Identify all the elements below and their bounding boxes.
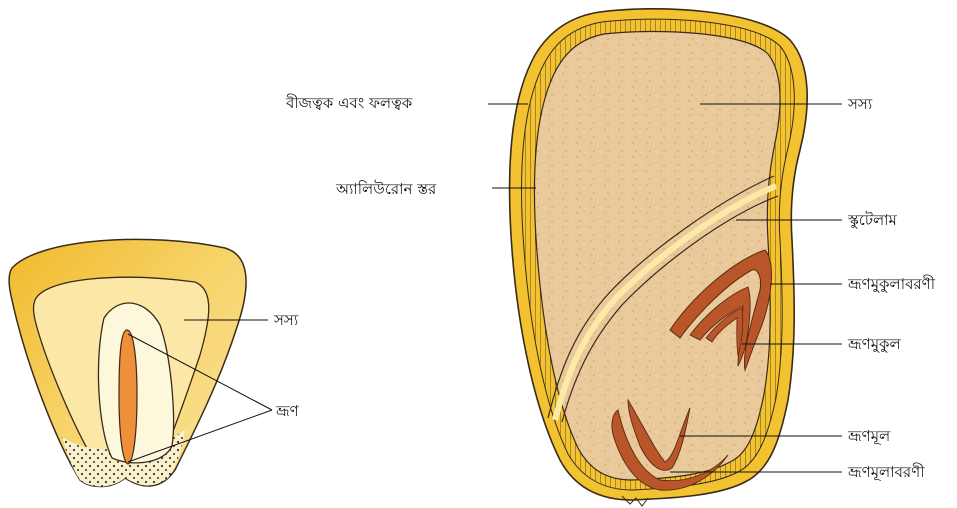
label-endosperm-small: সস্য (273, 311, 299, 329)
label-coleorhiza: ভ্রূণমূলাবরণী (847, 463, 925, 482)
label-scutellum: স্কুটেলাম (847, 211, 898, 229)
small-seed-embryo-axis (119, 330, 137, 464)
endosperm (534, 31, 780, 480)
label-aleurone: অ্যালিউরোন স্তর (335, 180, 437, 198)
label-endosperm-large: সস্য (847, 95, 873, 113)
label-radicle: ভ্রূণমূল (847, 427, 891, 446)
large-seed: বীজত্বক এবং ফলত্বক অ্যালিউরোন স্তর সস্য … (285, 9, 936, 506)
label-coleoptile: ভ্রূণমুকুলাবরণী (847, 275, 936, 293)
label-embryo-small: ভ্রূণ (275, 402, 300, 420)
label-pericarp: বীজত্বক এবং ফলত্বক (285, 94, 413, 112)
small-seed: সস্য ভ্রূণ (9, 239, 300, 486)
label-plumule: ভ্রূণমুকুল (847, 335, 902, 353)
